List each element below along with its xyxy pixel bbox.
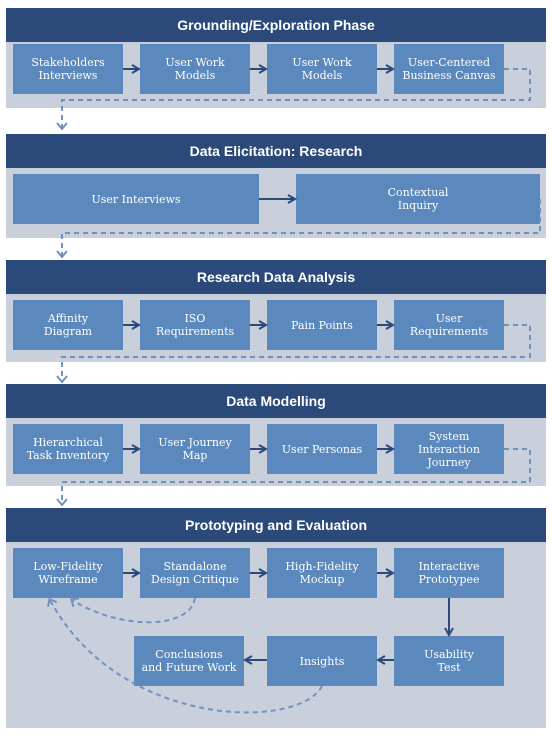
step-user-personas: User Personas [267,424,377,474]
step-usability-test: Usability Test [394,636,504,686]
step-conclusions-future-work: Conclusions and Future Work [134,636,244,686]
phase-3-title: Research Data Analysis [6,260,546,294]
step-user-centered-business-canvas: User-Centered Business Canvas [394,44,504,94]
step-iso-requirements: ISO Requirements [140,300,250,350]
step-user-journey-map: User Journey Map [140,424,250,474]
step-pain-points: Pain Points [267,300,377,350]
step-user-requirements: User Requirements [394,300,504,350]
phase-1-title: Grounding/Exploration Phase [6,8,546,42]
phase-2-title: Data Elicitation: Research [6,134,546,168]
step-standalone-design-critique: Standalone Design Critique [140,548,250,598]
step-user-work-models-2: User Work Models [267,44,377,94]
step-insights: Insights [267,636,377,686]
step-low-fidelity-wireframe: Low-Fidelity Wireframe [13,548,123,598]
step-high-fidelity-mockup: High-Fidelity Mockup [267,548,377,598]
step-system-interaction-journey: System Interaction Journey [394,424,504,474]
step-interactive-prototype: Interactive Prototypee [394,548,504,598]
step-user-interviews: User Interviews [13,174,259,224]
step-user-work-models-1: User Work Models [140,44,250,94]
step-affinity-diagram: Affinity Diagram [13,300,123,350]
phase-4-title: Data Modelling [6,384,546,418]
phase-5-title: Prototyping and Evaluation [6,508,546,542]
step-contextual-inquiry: Contextual Inquiry [296,174,540,224]
step-stakeholders-interviews: Stakeholders Interviews [13,44,123,94]
step-hierarchical-task-inventory: Hierarchical Task Inventory [13,424,123,474]
